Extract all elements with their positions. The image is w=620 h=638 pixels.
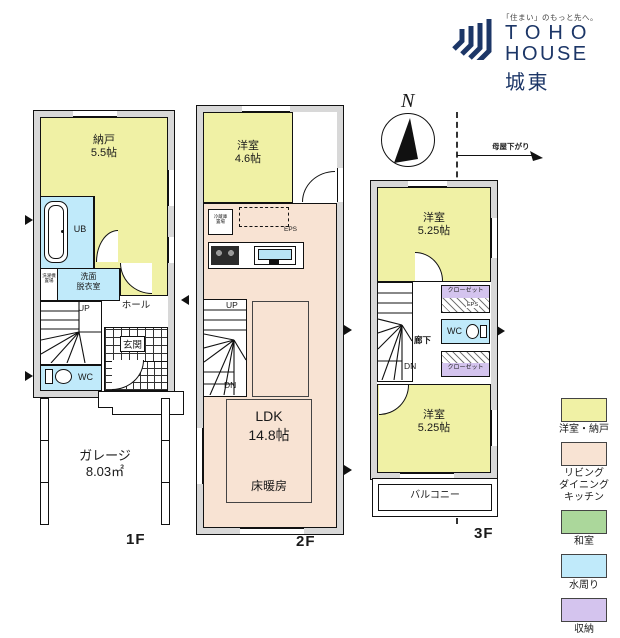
room-nando-label: 納戸 5.5帖 [90, 134, 118, 160]
garage-wall-left [40, 398, 49, 525]
toilet-bowl-icon-1f [55, 369, 72, 384]
stairs-2f [203, 299, 247, 397]
corridor-label: 廊下 [414, 335, 432, 345]
balcony-inner-rail [378, 484, 492, 511]
bathtub-icon [44, 201, 68, 263]
vent-icon-2f-upper [344, 325, 352, 335]
hall-label: ホール [121, 300, 151, 311]
brand-tagline: 「住まい」のもっと先へ。 [502, 13, 598, 22]
stairs-2f-dn-label: DN [224, 380, 237, 390]
room-yoshitsu-2f-label: 洋室 4.6帖 [234, 140, 262, 166]
stairs-3f [377, 282, 413, 382]
room-wc-3f-label: WC [447, 326, 462, 336]
toho-house-logo-icon [450, 14, 498, 60]
toilet-tank-icon-1f [45, 369, 53, 384]
legend-label-mizumawari: 水周り [569, 580, 599, 591]
sink-icon [254, 246, 296, 265]
room-senmen-label: 洗面 脱衣室 [76, 272, 101, 291]
stove-icon [211, 246, 239, 265]
eps-label-2f: EPS [284, 226, 298, 233]
north-compass [381, 113, 435, 167]
legend-item-washitsu: 和室 [550, 510, 618, 548]
legend-swatch-shuno [561, 598, 607, 622]
moya-sagari-line [457, 155, 535, 156]
toilet-tank-icon-3f [480, 325, 487, 338]
toilet-bowl-icon-3f [466, 324, 479, 339]
legend-item-yoshitsu-nando: 洋室・納戸 [550, 398, 618, 436]
legend-label-yoshitsu-nando: 洋室・納戸 [559, 424, 609, 435]
window-1f-right-lower [168, 237, 175, 263]
legend-item-mizumawari: 水周り [550, 554, 618, 592]
brand-name-top: TOHO [505, 22, 595, 44]
garage-wall-right [161, 398, 170, 525]
north-needle [394, 118, 418, 163]
legend-swatch-washitsu [561, 510, 607, 534]
room-yoshitsu-3f-bottom-label: 洋室 5.25帖 [417, 409, 451, 435]
window-3f-right-lower [491, 410, 498, 446]
window-3f-top [408, 180, 447, 187]
fridge-space-label: 冷蔵庫 置場 [213, 214, 228, 224]
vent-icon-1f-upper [25, 215, 33, 225]
window-2f-top [242, 105, 290, 112]
legend-label-shuno: 収納 [574, 624, 594, 635]
legend-item-ldk: リビング ダイニング キッチン [550, 442, 618, 504]
north-label: N [401, 90, 415, 112]
legend-swatch-ldk [561, 442, 607, 466]
room-yoshitsu-3f-top-label: 洋室 5.25帖 [417, 212, 451, 238]
entrance-step-lower [112, 407, 184, 415]
garage-label: ガレージ 8.03㎡ [79, 448, 131, 480]
stairs-1f-up-label: UP [78, 303, 90, 313]
floor3-label: 3F [474, 525, 494, 542]
room-wc-1f-label: WC [78, 372, 93, 382]
legend-swatch-mizumawari [561, 554, 607, 578]
legend-swatch-yoshitsu-nando [561, 398, 607, 422]
stairs-1f [40, 301, 102, 365]
window-1f-right-upper [168, 170, 175, 206]
window-2f-left [196, 428, 203, 484]
vent-icon-1f-lower [25, 371, 33, 381]
window-3f-right-upper [491, 218, 498, 258]
floor2-label: 2F [296, 533, 316, 550]
vent-icon-2f-left [181, 295, 189, 305]
eps-label-3f: EPS [466, 302, 480, 308]
entrance-step [98, 391, 184, 408]
fridge-space [208, 209, 233, 235]
stairs-2f-up-label: UP [226, 300, 238, 310]
legend-label-washitsu: 和室 [574, 536, 594, 547]
room-ldk-label: LDK 14.8帖 [248, 408, 290, 443]
window-1f-top [73, 110, 117, 117]
moya-sagari-label: 母屋下がり [492, 142, 530, 151]
floor-heating-label: 床暖房 [250, 479, 287, 493]
vent-icon-3f-wc [497, 326, 505, 336]
window-2f-bottom [240, 528, 304, 535]
cupboard-dashed-box [239, 207, 289, 227]
legend: 洋室・納戸 リビング ダイニング キッチン 和室 水周り 収納 [550, 398, 618, 638]
brand-name-bottom: HOUSE 城東 [505, 43, 589, 94]
stairs-3f-dn-label: DN [404, 361, 417, 371]
room-ub-label: UB [73, 224, 87, 234]
room-yoshitsu-2f [203, 112, 293, 203]
window-2f-right [337, 168, 344, 202]
room-senmen [57, 268, 120, 301]
room-nando [40, 117, 168, 197]
closet-top-eps-hatch [442, 298, 489, 312]
legend-label-ldk: リビング ダイニング キッチン [559, 468, 609, 503]
floor-heating-panel-upper [252, 301, 309, 397]
washer-space-label: 洗濯機 置場 [42, 273, 56, 283]
legend-item-shuno: 収納 [550, 598, 618, 636]
floor-heating-panel-lower [226, 399, 312, 503]
brand-logo: 「住まい」のもっと先へ。 TOHO HOUSE 城東 [450, 8, 618, 94]
closet-bottom-label: クローゼット [447, 365, 484, 371]
closet-top-label: クローゼット [447, 288, 484, 294]
closet-bottom-hatch [442, 352, 489, 363]
balcony-label: バルコニー [410, 490, 460, 501]
moya-sagari-arrow-icon [529, 148, 545, 164]
vent-icon-2f-lower [344, 465, 352, 475]
floor1-label: 1F [126, 531, 146, 548]
genkan-label: 玄関 [120, 336, 146, 352]
